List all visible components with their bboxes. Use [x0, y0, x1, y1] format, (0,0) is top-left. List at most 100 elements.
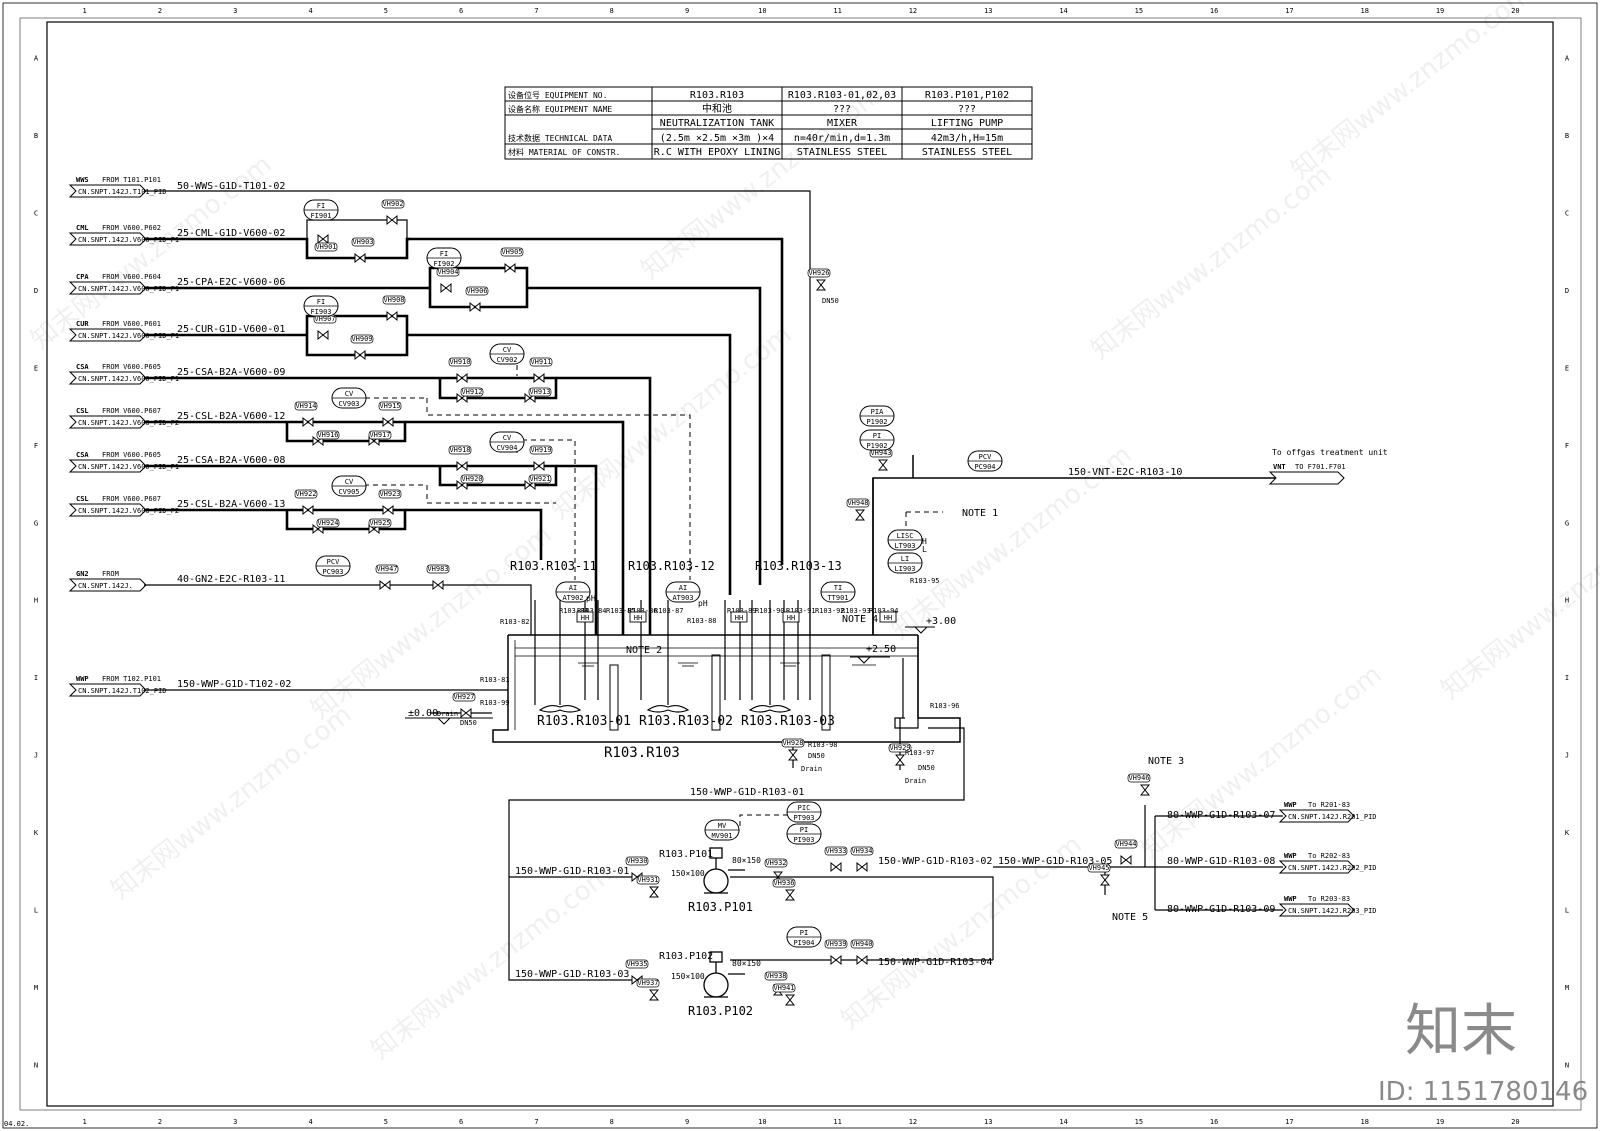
valve[interactable]: VH983: [426, 564, 450, 591]
note-1: NOTE 1: [962, 508, 998, 519]
valve[interactable]: VH918: [448, 445, 472, 472]
valve[interactable]: VH944: [1114, 839, 1138, 866]
valve[interactable]: VH939: [824, 939, 848, 966]
valve[interactable]: VH943: [869, 448, 893, 471]
instrument-tag: CV904: [496, 444, 517, 452]
valve[interactable]: VH926: [807, 268, 831, 291]
pump-name: R103.P102: [688, 1004, 753, 1018]
valve[interactable]: VH909: [350, 334, 374, 361]
nozzle-tag: R103-99: [480, 699, 510, 707]
valve[interactable]: VH916: [312, 430, 340, 447]
valve[interactable]: VH940: [850, 939, 874, 966]
valve[interactable]: VH904: [436, 267, 460, 294]
valve[interactable]: VH924: [312, 518, 340, 535]
valve-tag: VH933: [825, 847, 846, 855]
valve[interactable]: VH945: [1087, 863, 1111, 886]
valve[interactable]: VH934: [850, 846, 874, 873]
valve[interactable]: VH908: [382, 295, 406, 322]
valve-tag: VH903: [352, 238, 373, 246]
valve[interactable]: VH921: [524, 474, 552, 491]
valve[interactable]: VH906: [465, 286, 489, 313]
nozzle-tag: R103-85: [606, 607, 636, 615]
inlet-code: CSA: [76, 363, 89, 371]
col-mark: 4: [308, 1118, 312, 1126]
instrument-function: PI: [873, 432, 881, 440]
valve[interactable]: VH913: [524, 387, 552, 404]
valve-tag: VH930: [626, 857, 647, 865]
equipment-table-cell: 设备名称 EQUIPMENT NAME: [508, 104, 612, 114]
valve-tag: VH920: [461, 475, 482, 483]
nozzle-tag: R103-83: [559, 607, 589, 615]
row-mark: L: [34, 906, 38, 914]
valve-tag: VH983: [427, 565, 448, 573]
row-mark: J: [1565, 752, 1569, 760]
nozzle-tag: R103-88: [687, 617, 717, 625]
valve[interactable]: VH902: [381, 199, 405, 226]
valve[interactable]: VH903: [351, 237, 375, 264]
valve[interactable]: VH948: [846, 498, 870, 521]
valve[interactable]: VH937: [636, 978, 660, 1001]
inlet-from: FROM V600.P607: [102, 495, 161, 503]
inlet-from: FROM V600.P602: [102, 224, 161, 232]
valve[interactable]: VH911: [529, 357, 553, 384]
valve[interactable]: VH933: [824, 846, 848, 873]
instrument-function: LISC: [897, 532, 914, 540]
valve[interactable]: VH947: [375, 564, 399, 591]
valve[interactable]: VH923: [378, 489, 402, 516]
col-mark: 11: [833, 7, 841, 15]
col-mark: 10: [758, 7, 766, 15]
valve[interactable]: VH917: [368, 430, 392, 447]
valve[interactable]: VH919: [529, 445, 553, 472]
valve-tag: VH908: [383, 296, 404, 304]
valve[interactable]: VH925: [368, 518, 392, 535]
valve[interactable]: VH901: [314, 233, 338, 252]
valve[interactable]: VH928: [781, 738, 805, 761]
mixer-label: R103.R103-03: [741, 714, 835, 729]
valve[interactable]: VH929: [888, 743, 912, 766]
valve[interactable]: VH936: [772, 878, 796, 901]
valve[interactable]: VH941: [772, 983, 796, 1006]
valve[interactable]: VH912: [456, 387, 484, 404]
mixer-label: R103.R103-02: [639, 714, 733, 729]
valve[interactable]: VH922: [294, 489, 318, 516]
valve[interactable]: VH905: [500, 247, 524, 274]
valve[interactable]: VH931: [636, 875, 660, 898]
valve[interactable]: VH915: [378, 401, 402, 428]
valve[interactable]: VH920: [456, 474, 484, 491]
equipment-table-cell: 材料 MATERIAL OF CONSTR.: [508, 147, 620, 157]
valve-tag: VH907: [314, 315, 335, 323]
inlet-from: FROM V600.P604: [102, 273, 161, 281]
valve[interactable]: VH907: [313, 314, 337, 341]
line-label: 40-GN2-E2C-R103-11: [177, 574, 285, 585]
valve[interactable]: VH946: [1127, 773, 1151, 796]
valve[interactable]: VH910: [448, 357, 472, 384]
nozzle-tag: R103-89: [727, 607, 757, 615]
valve[interactable]: VH914: [294, 401, 318, 428]
row-mark: H: [34, 597, 38, 605]
valve[interactable]: VH927: [452, 692, 476, 719]
